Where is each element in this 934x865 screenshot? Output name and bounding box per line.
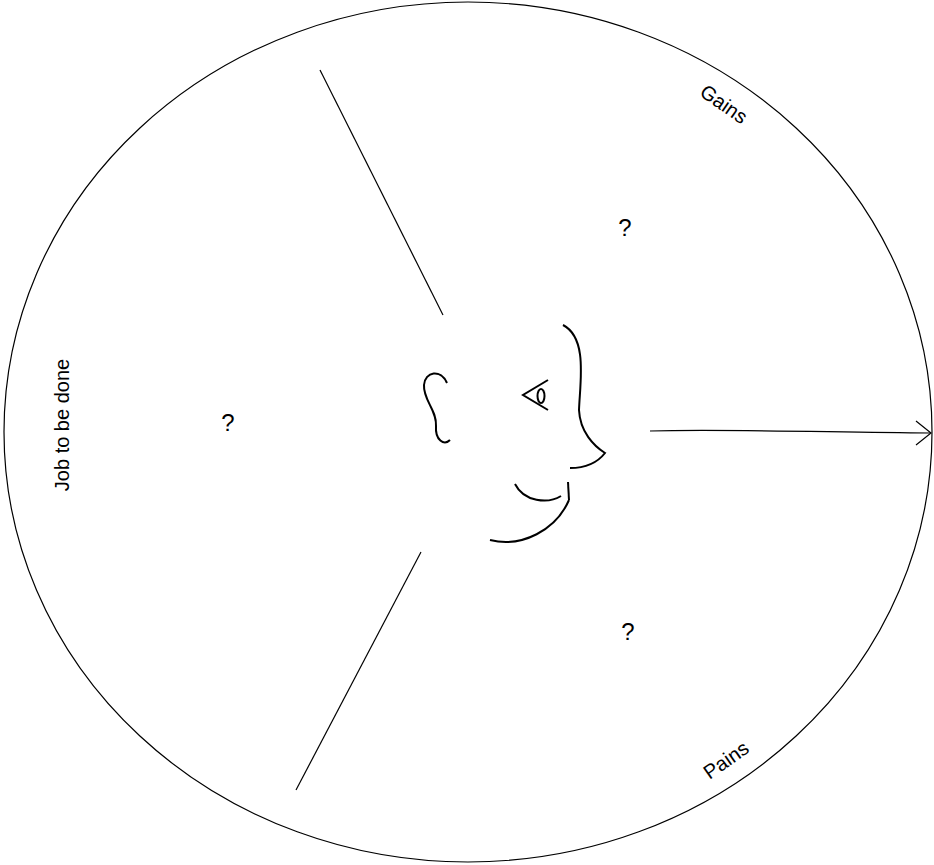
sector-divider <box>296 552 421 790</box>
sector-title: Job to be done <box>51 359 73 491</box>
sector-divider <box>320 70 443 315</box>
question-mark: ? <box>621 619 634 645</box>
question-mark: ? <box>221 410 234 436</box>
sector-title: Pains <box>699 737 753 784</box>
question-mark: ? <box>618 215 631 241</box>
sector-title: Gains <box>696 80 751 128</box>
output-arrow <box>650 421 931 445</box>
face-drawing <box>424 325 605 542</box>
profile-circle <box>4 2 932 862</box>
